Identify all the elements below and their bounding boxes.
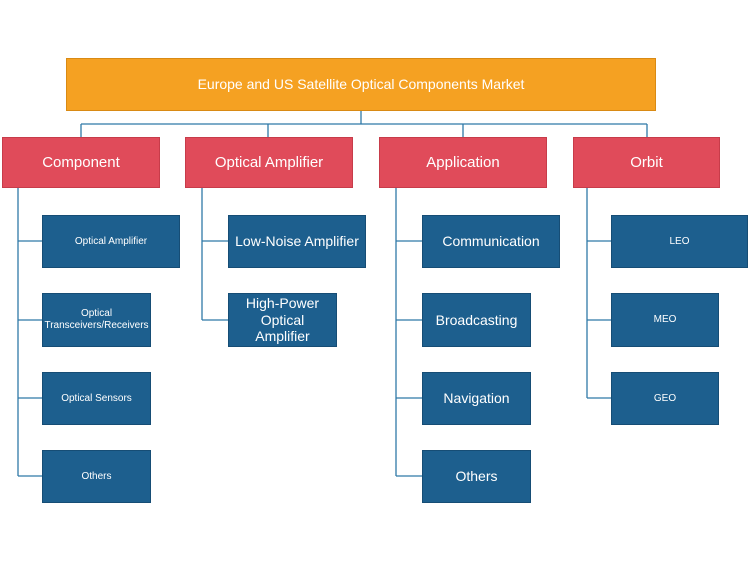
category-application: Application [379, 137, 547, 188]
leaf-optical-sensors: Optical Sensors [42, 372, 151, 425]
leaf-optical-transceivers-receivers: Optical Transceivers/Receivers [42, 293, 151, 347]
leaf-navigation: Navigation [422, 372, 531, 425]
leaf-communication: Communication [422, 215, 560, 268]
leaf-high-power-optical-amplifier: High-Power Optical Amplifier [228, 293, 337, 347]
leaf-optical-amplifier: Optical Amplifier [42, 215, 180, 268]
leaf-low-noise-amplifier: Low-Noise Amplifier [228, 215, 366, 268]
leaf-application-others: Others [422, 450, 531, 503]
leaf-meo: MEO [611, 293, 719, 347]
category-optical-amplifier: Optical Amplifier [185, 137, 353, 188]
category-component: Component [2, 137, 160, 188]
leaf-broadcasting: Broadcasting [422, 293, 531, 347]
leaf-component-others: Others [42, 450, 151, 503]
leaf-leo: LEO [611, 215, 748, 268]
category-orbit: Orbit [573, 137, 720, 188]
root-node: Europe and US Satellite Optical Componen… [66, 58, 656, 111]
leaf-geo: GEO [611, 372, 719, 425]
